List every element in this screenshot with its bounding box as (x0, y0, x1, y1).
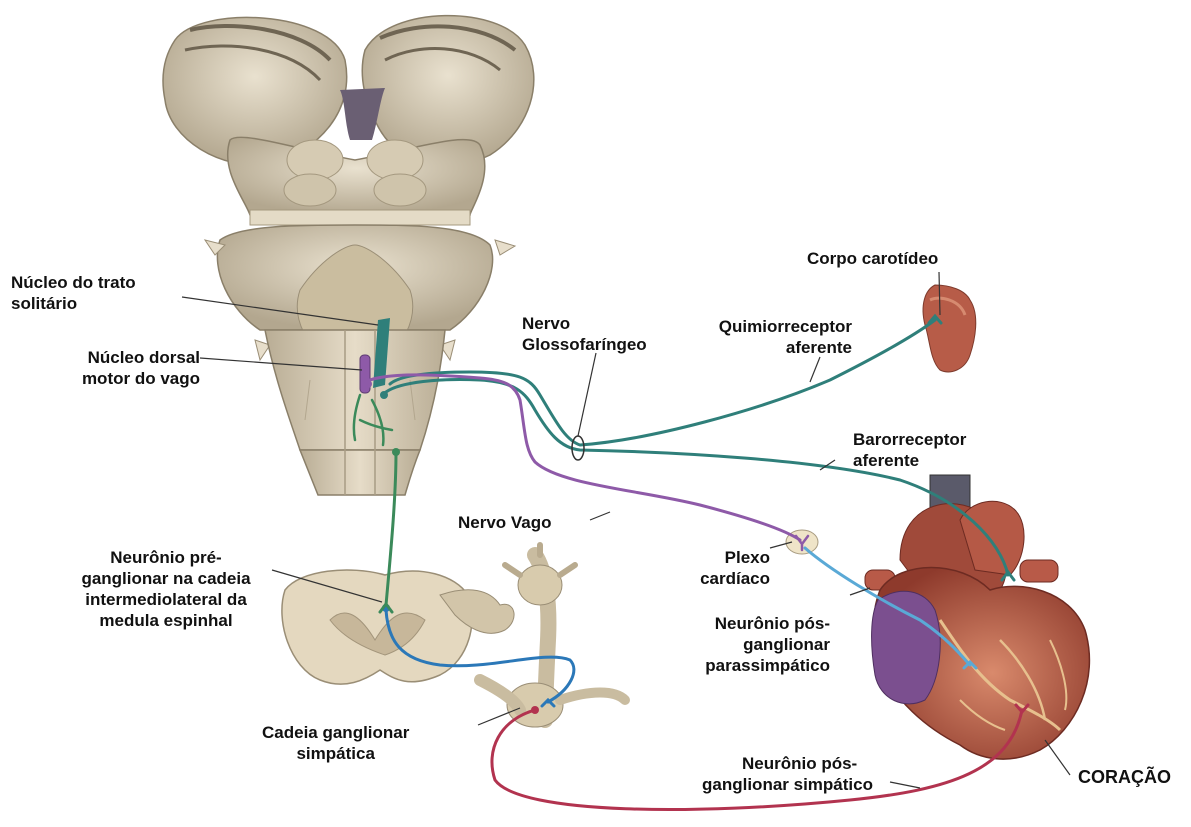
label-coracao: CORAÇÃO (1078, 767, 1171, 788)
glossopharyngeal-afferent-path (390, 320, 935, 445)
carotid-body (923, 285, 976, 372)
label-neuronio-pre-ganglionar: Neurônio pré- ganglionar na cadeia inter… (60, 547, 272, 631)
label-nucleo-trato-solitario: Núcleo do trato solitário (11, 272, 136, 314)
label-plexo-cardiaco: Plexo cardíaco (690, 547, 770, 589)
label-neuronio-pos-parassimpatico: Neurônio pós- ganglionar parassimpático (680, 613, 830, 676)
label-nervo-vago: Nervo Vago (458, 512, 552, 533)
label-nucleo-dorsal-motor: Núcleo dorsal motor do vago (30, 347, 200, 389)
spinal-cord-section (282, 570, 514, 684)
label-cadeia-ganglionar: Cadeia ganglionar simpática (262, 722, 409, 764)
label-corpo-carotideo: Corpo carotídeo (807, 248, 938, 269)
label-quimiorreceptor-aferente: Quimiorreceptor aferente (688, 316, 852, 358)
heart (865, 475, 1089, 759)
label-barorreceptor-aferente: Barorreceptor aferente (853, 429, 966, 471)
label-neuronio-pos-simpatico: Neurônio pós- ganglionar simpático (702, 753, 873, 795)
brainstem (163, 16, 534, 495)
label-nervo-glossofaringeo: Nervo Glossofaríngeo (522, 313, 647, 355)
